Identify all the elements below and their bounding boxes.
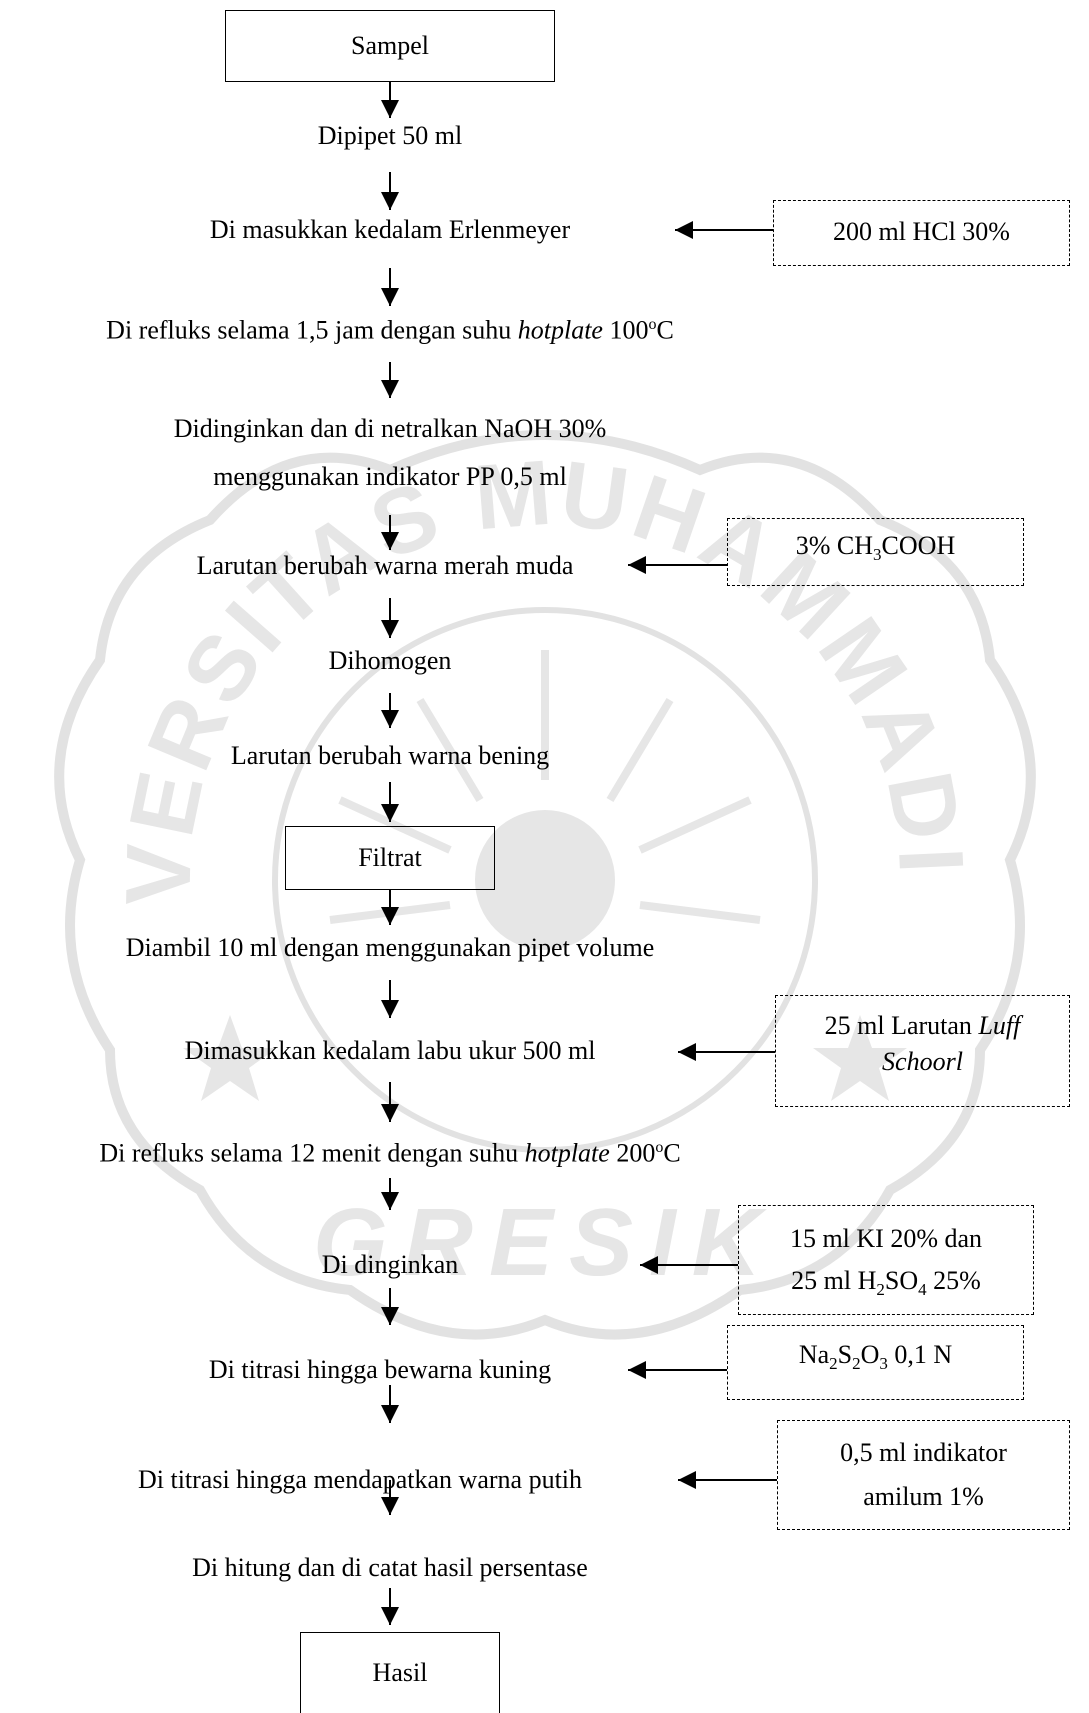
step-dinginkan: Di dinginkan — [321, 1250, 459, 1279]
start-box-sampel: Sampel — [225, 10, 555, 82]
seal-inner-ring — [272, 607, 818, 1153]
step-bening: Larutan berubah warna bening — [230, 741, 550, 770]
step-diambil: Diambil 10 ml dengan menggunakan pipet v… — [125, 933, 655, 962]
reagent-na2s2o3-box: Na2S2O3 0,1 N — [727, 1325, 1024, 1400]
step-refluks-2: Di refluks selama 12 menit dengan suhu h… — [99, 1138, 681, 1168]
end-box-hasil: Hasil — [300, 1632, 500, 1713]
step-refluks-1: Di refluks selama 1,5 jam dengan suhu ho… — [106, 315, 674, 345]
step-pipet: Dipipet 50 ml — [317, 121, 463, 150]
star-right-icon — [813, 1015, 907, 1101]
filtrat-box: Filtrat — [285, 826, 495, 890]
step-hitung: Di hitung dan di catat hasil persentase — [192, 1553, 588, 1582]
filtrat-label: Filtrat — [358, 843, 422, 872]
reagent-amilum-box: 0,5 ml indikator amilum 1% — [777, 1420, 1070, 1530]
step-labu-ukur: Dimasukkan kedalam labu ukur 500 ml — [184, 1036, 596, 1065]
reagent-luff-box: 25 ml Larutan Luff Schoorl — [775, 995, 1070, 1107]
step-titrasi-kuning: Di titrasi hingga bewarna kuning — [208, 1355, 552, 1384]
start-label: Sampel — [351, 31, 429, 60]
end-label: Hasil — [372, 1658, 428, 1687]
seal-sun-center — [475, 810, 615, 950]
reagent-hcl-box: 200 ml HCl 30% — [773, 200, 1070, 266]
step-titrasi-putih: Di titrasi hingga mendapatkan warna puti… — [137, 1465, 583, 1494]
seal-scalloped-outline — [54, 430, 1036, 1340]
reagent-ki-h2so4-box: 15 ml KI 20% dan 25 ml H2SO4 25% — [738, 1205, 1034, 1315]
star-left-icon — [183, 1015, 277, 1101]
step-erlenmeyer: Di masukkan kedalam Erlenmeyer — [209, 215, 571, 244]
step-dihomogen: Dihomogen — [328, 646, 452, 675]
step-merah-muda: Larutan berubah warna merah muda — [196, 551, 574, 580]
reagent-ch3cooh-box: 3% CH3COOH — [727, 518, 1024, 586]
step-netralkan: Didinginkan dan di netralkan NaOH 30% me… — [173, 414, 607, 491]
